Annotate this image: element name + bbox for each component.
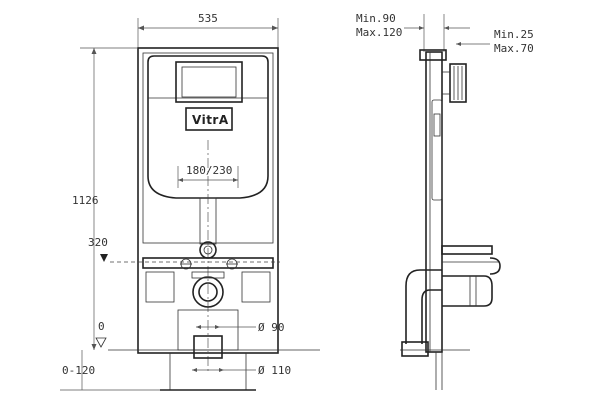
floor-level-icon [95, 337, 107, 348]
frame-column [425, 51, 443, 353]
connection-pipe [442, 275, 493, 307]
flush-plate-opening [175, 61, 243, 103]
cistern-tank [147, 55, 269, 199]
level-0-label: 0 [98, 320, 105, 333]
drain-pipe [193, 335, 223, 359]
width-label: 535 [198, 12, 218, 25]
front-view: 535 VitrA 180/230 [60, 12, 320, 391]
level-320-label: 320 [88, 236, 108, 249]
brand-logo: VitrA [192, 113, 229, 127]
wall-min-label: Min.90 [356, 12, 396, 25]
drain-outlet [192, 276, 224, 308]
level-range-label: 0-120 [62, 364, 95, 377]
pipe-110-label: Ø 110 [258, 364, 291, 377]
left-leg-box [145, 271, 175, 303]
vitra-logo-badge [185, 107, 233, 131]
mounting-bar [142, 257, 274, 269]
finish-min-label: Min.25 [494, 28, 534, 41]
height-label: 1126 [72, 194, 99, 207]
right-leg-box [241, 271, 271, 303]
wall-max-label: Max.120 [356, 26, 402, 39]
level-marker-icon [100, 254, 108, 262]
pipe-90-label: Ø 90 [258, 321, 285, 334]
side-view: Min.90 Max.120 Min.25 Max.70 [356, 12, 534, 390]
support-bracket [441, 245, 493, 255]
flush-pipe [199, 197, 217, 245]
flush-plate [449, 63, 467, 103]
finish-max-label: Max.70 [494, 42, 534, 55]
drain-elbow [405, 269, 442, 344]
cistern-profile [431, 99, 443, 201]
flush-outlet-label: 180/230 [186, 164, 232, 177]
